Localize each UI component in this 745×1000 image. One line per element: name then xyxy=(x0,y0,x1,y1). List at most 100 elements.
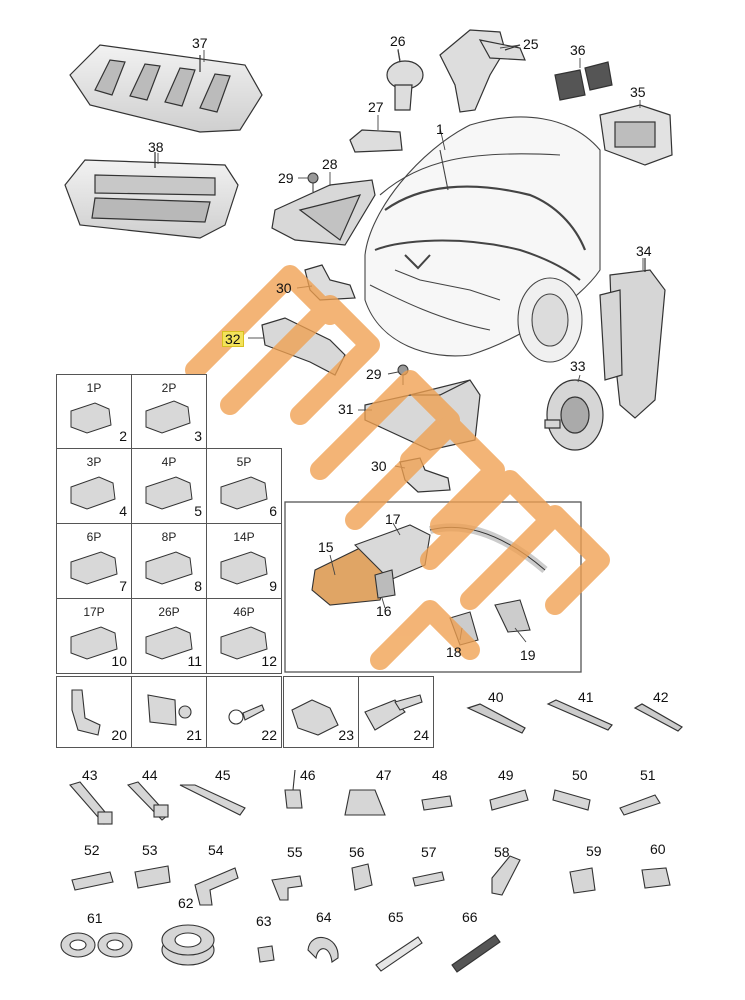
connector-part-number: 11 xyxy=(187,653,202,669)
cover-28 xyxy=(271,179,376,246)
screw-29-top xyxy=(307,172,319,192)
callout-17: 17 xyxy=(385,511,401,527)
callout-26: 26 xyxy=(390,33,406,49)
callout-29-top: 29 xyxy=(278,170,294,186)
callout-61: 61 xyxy=(87,910,103,926)
connector-10-drawing xyxy=(70,626,118,660)
part-number: 23 xyxy=(338,727,354,743)
watermark-logo xyxy=(185,265,610,670)
callout-18: 18 xyxy=(446,644,462,660)
fuse-box-carrier-37 xyxy=(69,44,263,133)
connector-cell-8: 8P 8 xyxy=(131,523,207,599)
grommet-26 xyxy=(386,49,424,111)
callout-66: 66 xyxy=(462,909,478,925)
callout-63: 63 xyxy=(256,913,272,929)
part-number: 21 xyxy=(186,727,202,743)
callout-33: 33 xyxy=(570,358,586,374)
connector-pin-count: 3P xyxy=(86,455,102,469)
clips-row-52-60 xyxy=(71,855,671,906)
callout-37: 37 xyxy=(192,35,208,51)
callout-16: 16 xyxy=(376,603,392,619)
connector-cell-2: 1P 2 xyxy=(56,374,132,449)
connector-4-drawing xyxy=(70,476,116,510)
grommet-33 xyxy=(544,379,604,451)
connector-11-drawing xyxy=(145,626,193,660)
connector-7-drawing xyxy=(70,551,118,585)
callout-55: 55 xyxy=(287,844,303,860)
part-box-21: 21 xyxy=(131,676,207,748)
callout-45: 45 xyxy=(215,767,231,783)
callout-56: 56 xyxy=(349,844,365,860)
callout-59: 59 xyxy=(586,843,602,859)
callout-47: 47 xyxy=(376,767,392,783)
callout-42: 42 xyxy=(653,689,669,705)
part-number: 22 xyxy=(261,727,277,743)
connector-part-number: 10 xyxy=(111,653,127,669)
harness-15-19 xyxy=(311,523,548,646)
connector-part-number: 6 xyxy=(269,503,277,519)
callout-41: 41 xyxy=(578,689,594,705)
callout-15: 15 xyxy=(318,539,334,555)
parts-row-20-24-drawings xyxy=(71,689,423,736)
callout-29-lower: 29 xyxy=(366,366,382,382)
pad-36 xyxy=(554,61,613,101)
connector-pin-count: 14P xyxy=(233,530,255,544)
part-box-24: 24 xyxy=(358,676,434,748)
connector-part-number: 2 xyxy=(119,428,127,444)
bracket-34 xyxy=(599,258,666,419)
cable-ties-40-42 xyxy=(466,699,683,734)
callout-51: 51 xyxy=(640,767,656,783)
connector-pin-count: 26P xyxy=(158,605,180,619)
connector-cell-6: 5P 6 xyxy=(206,448,282,524)
connector-pin-count: 1P xyxy=(86,381,102,395)
connector-pin-count: 46P xyxy=(233,605,255,619)
callout-19: 19 xyxy=(520,647,536,663)
callout-32-highlighted: 32 xyxy=(222,331,244,347)
callout-44: 44 xyxy=(142,767,158,783)
callout-31: 31 xyxy=(338,401,354,417)
bracket-25 xyxy=(439,29,526,113)
callout-48: 48 xyxy=(432,767,448,783)
callout-46: 46 xyxy=(300,767,316,783)
connector-pin-count: 17P xyxy=(83,605,105,619)
connector-cell-3: 2P 3 xyxy=(131,374,207,449)
holder-27 xyxy=(349,129,403,153)
connector-cell-4: 3P 4 xyxy=(56,448,132,524)
callout-57: 57 xyxy=(421,844,437,860)
connector-3-drawing xyxy=(145,400,191,434)
clips-row-43-51 xyxy=(69,769,661,825)
part-box-23: 23 xyxy=(283,676,359,748)
callout-65: 65 xyxy=(388,909,404,925)
connector-cell-12: 46P 12 xyxy=(206,598,282,674)
callout-34: 34 xyxy=(636,243,652,259)
fuse-box-38 xyxy=(64,152,239,239)
connector-part-number: 7 xyxy=(119,578,127,594)
connector-12-drawing xyxy=(220,626,268,660)
callout-35: 35 xyxy=(630,84,646,100)
connector-part-number: 8 xyxy=(194,578,202,594)
connector-pin-count: 4P xyxy=(161,455,177,469)
connector-cell-5: 4P 5 xyxy=(131,448,207,524)
callout-50: 50 xyxy=(572,767,588,783)
connector-pin-count: 8P xyxy=(161,530,177,544)
connector-part-number: 3 xyxy=(194,428,202,444)
callout-30-lower: 30 xyxy=(371,458,387,474)
callout-27: 27 xyxy=(368,99,384,115)
callout-38: 38 xyxy=(148,139,164,155)
connector-5-drawing xyxy=(145,476,193,510)
callout-43: 43 xyxy=(82,767,98,783)
part-number: 24 xyxy=(413,727,429,743)
connector-cell-9: 14P 9 xyxy=(206,523,282,599)
callout-49: 49 xyxy=(498,767,514,783)
callout-54: 54 xyxy=(208,842,224,858)
connector-8-drawing xyxy=(145,551,193,585)
connector-part-number: 5 xyxy=(194,503,202,519)
connector-2-drawing xyxy=(70,402,112,434)
connector-pin-count: 5P xyxy=(236,455,252,469)
part-box-22: 22 xyxy=(206,676,282,748)
connector-9-drawing xyxy=(220,551,268,585)
part-box-20: 20 xyxy=(56,676,132,748)
callout-25: 25 xyxy=(523,36,539,52)
